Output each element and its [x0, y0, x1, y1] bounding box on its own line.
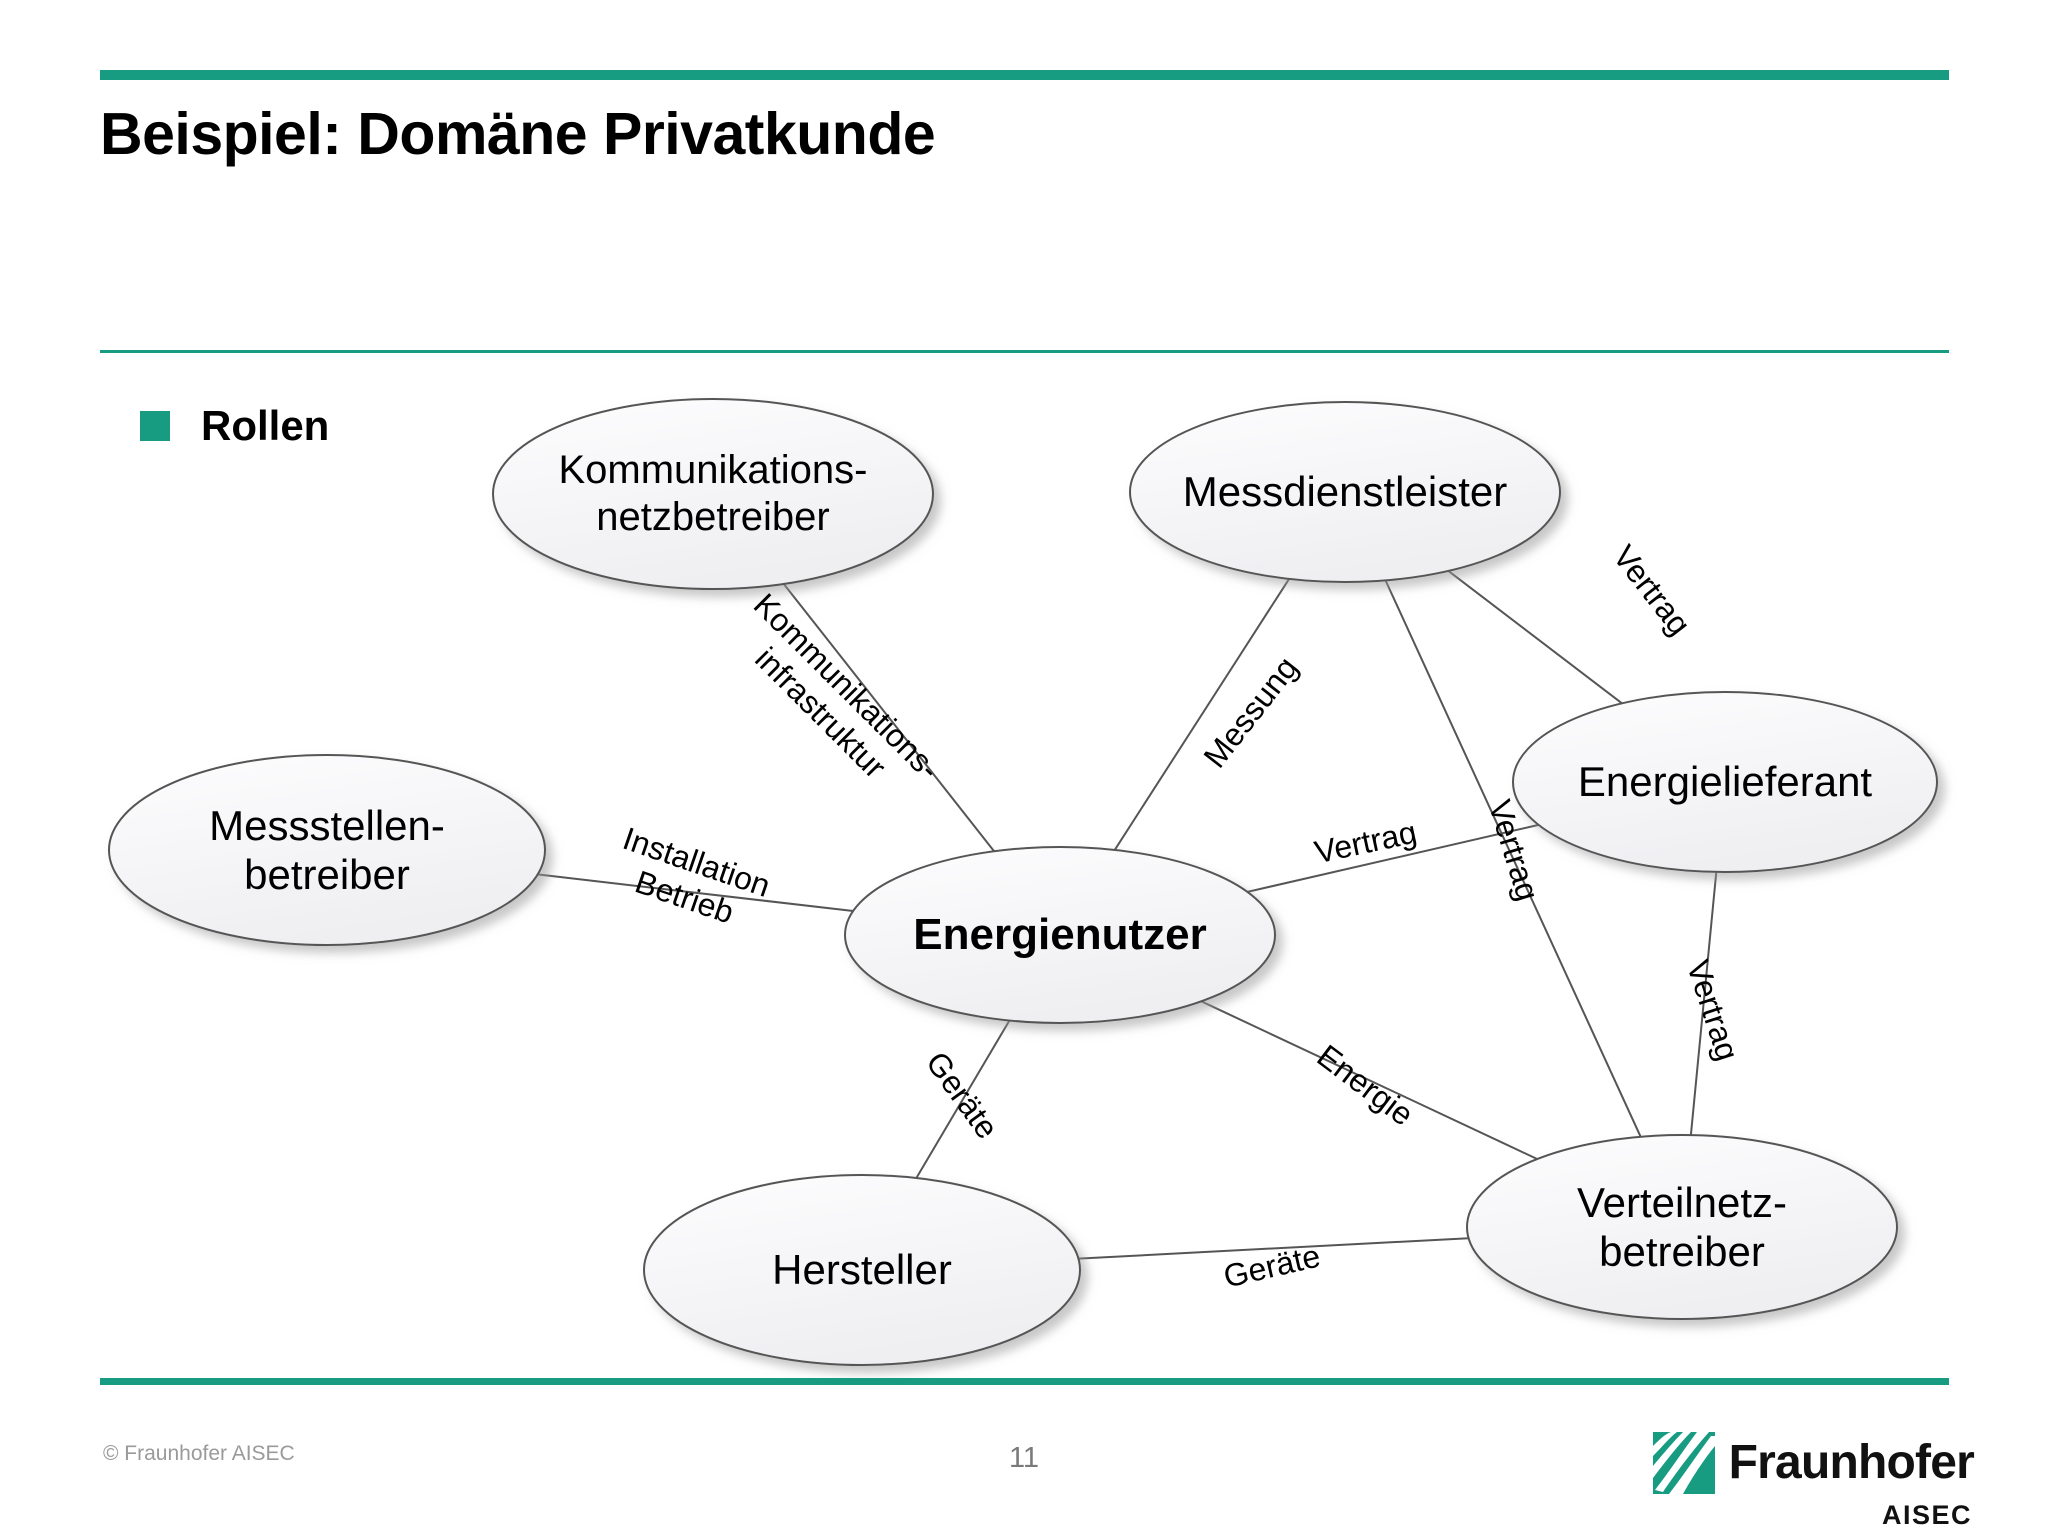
graph-edge-knb-enu [782, 583, 995, 852]
graph-edge-eli-vnb [1689, 871, 1718, 1136]
logo-institute-name: AISEC [1881, 1500, 1972, 1530]
graph-edge-msb-enu [537, 873, 854, 913]
footer-accent-bar [100, 1378, 1949, 1385]
logo-top-row: Fraunhofer [1652, 1432, 1975, 1494]
header-accent-bar [100, 70, 1949, 80]
square-bullet-icon [140, 411, 170, 441]
fraunhofer-logo: Fraunhofer AISEC [1652, 1432, 1975, 1531]
graph-edge-enu-her [915, 1020, 1011, 1179]
graph-edges [537, 570, 1718, 1260]
graph-node-msb[interactable] [108, 754, 546, 946]
page-title: Beispiel: Domäne Privatkunde [100, 101, 936, 167]
graph-nodes [108, 398, 1938, 1366]
logo-wordmark: Fraunhofer [1728, 1436, 1975, 1489]
header-divider-line [100, 350, 1949, 353]
fraunhofer-mark-icon [1652, 1432, 1715, 1494]
graph-edge-her-vnb [1078, 1237, 1469, 1260]
graph-edge-mdl-vnb [1384, 579, 1642, 1138]
graph-node-enu[interactable] [844, 846, 1276, 1024]
graph-edge-mdl-eli [1447, 570, 1623, 705]
graph-edge-mdl-enu [1113, 578, 1290, 851]
page-number: 11 [1008, 1442, 1040, 1474]
graph-node-vnb[interactable] [1466, 1134, 1898, 1320]
bullet-label: Rollen [201, 402, 330, 449]
graph-node-her[interactable] [643, 1174, 1081, 1366]
copyright-text: © Fraunhofer AISEC [103, 1442, 295, 1465]
graph-node-knb[interactable] [492, 398, 934, 590]
graph-node-eli[interactable] [1512, 691, 1938, 873]
graph-edge-enu-vnb [1200, 1000, 1538, 1160]
graph-edge-enu-eli [1247, 823, 1539, 893]
graph-node-mdl[interactable] [1129, 401, 1561, 583]
bullet-rollen: Rollen [140, 402, 329, 450]
